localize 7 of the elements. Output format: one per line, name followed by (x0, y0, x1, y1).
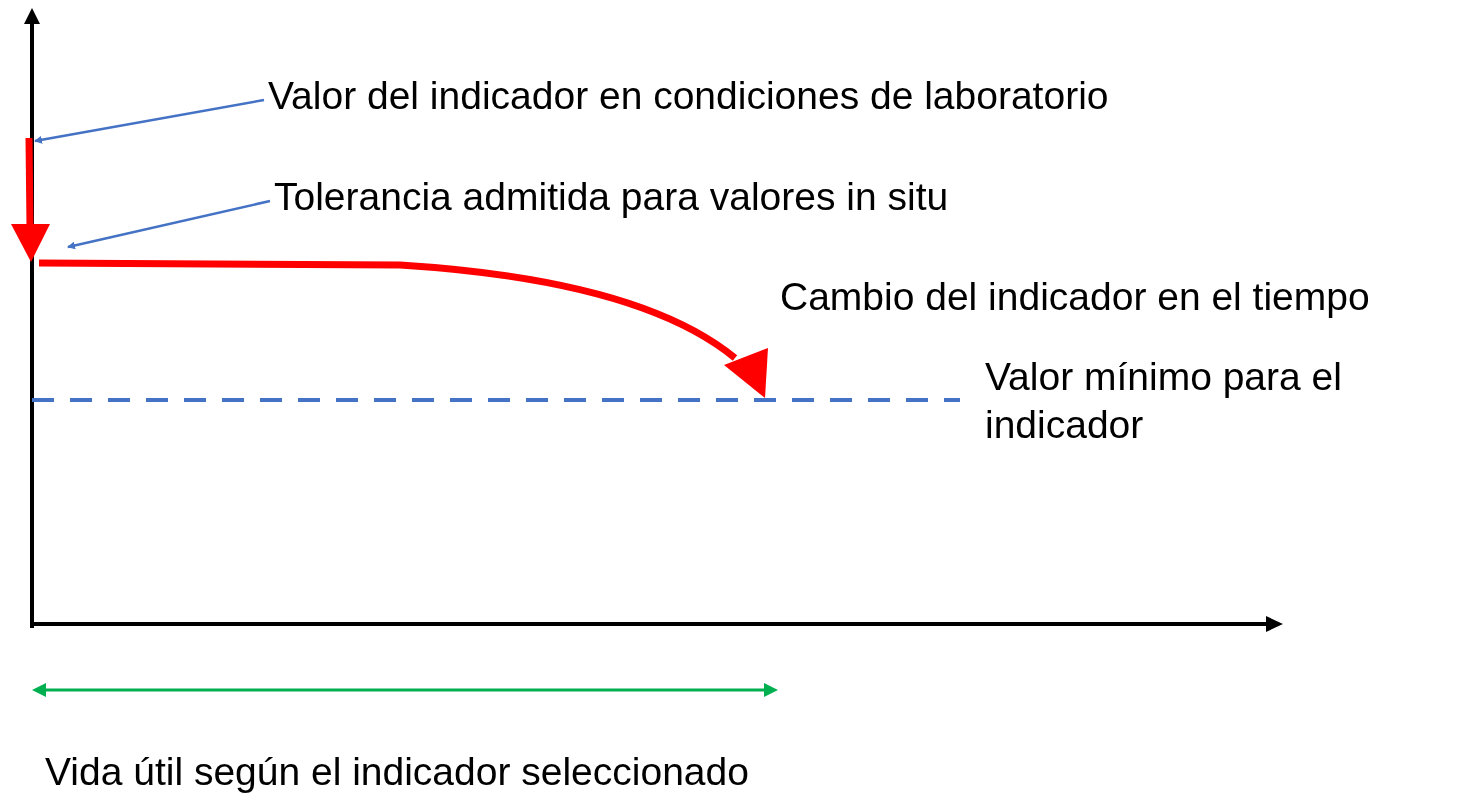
leader-arrow (67, 199, 271, 250)
axis-caption: Vida útil según el indicador seleccionado (45, 749, 750, 795)
leader-arrow (34, 98, 265, 144)
annotation-text: Tolerancia admitida para valores in situ (274, 174, 949, 220)
annotation-text: Valor mínimo para el indicador (985, 354, 1343, 448)
annotation-text: Valor del indicador en condiciones de laboratorio (268, 73, 1109, 119)
annotation-text: Cambio del indicador en el tiempo (780, 274, 1371, 320)
